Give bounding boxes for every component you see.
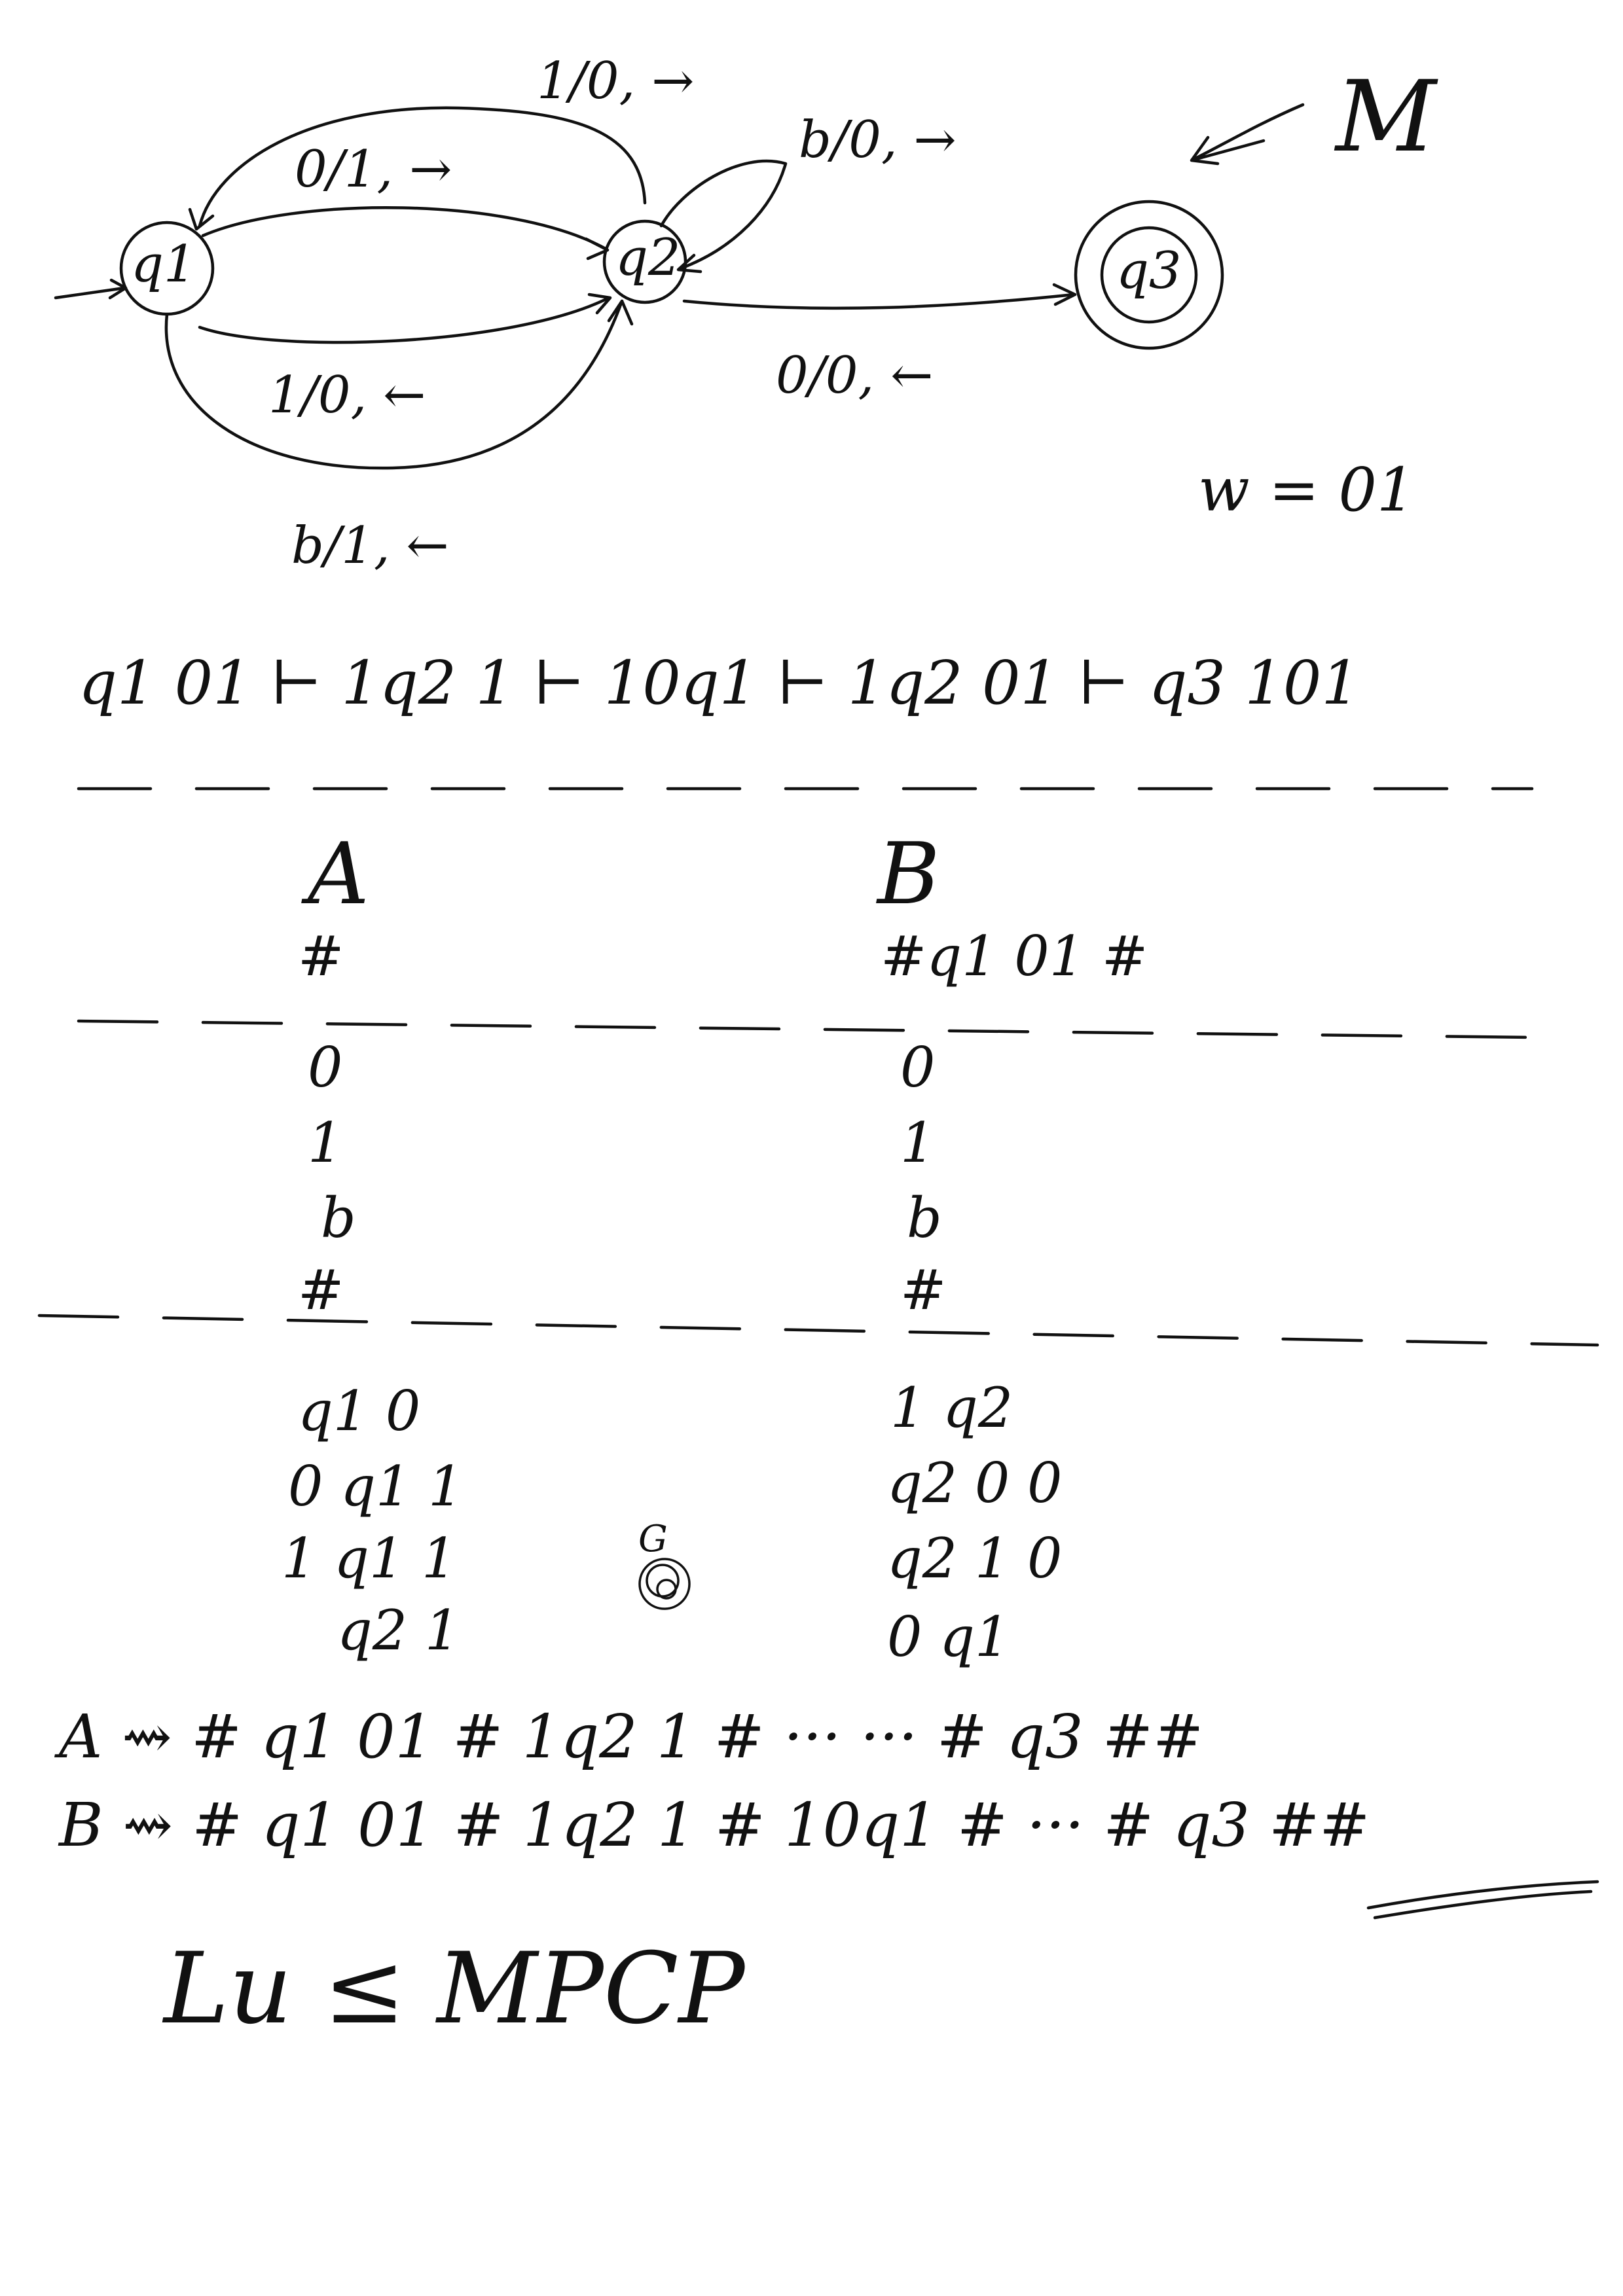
initial-pair-a: # (298, 924, 344, 988)
transition-pair-a-0: q1 0 (298, 1379, 420, 1443)
copy-pair-b-3: # (900, 1258, 946, 1322)
copy-pair-a-0: 0 (308, 1035, 342, 1100)
edge-q1-q2-middle (201, 206, 608, 251)
solution-line-b: B ⇝ # q1 01 # 1q2 1 # 10q1 # ··· # q3 ## (58, 1790, 1370, 1860)
dashed-separator-3 (37, 1314, 1599, 1347)
edge-label-0-0-left: 0/0, ← (776, 346, 933, 405)
copy-pair-b-2: b (907, 1186, 942, 1250)
machine-name: M (1334, 60, 1438, 174)
edge-label-0-1-right: 0/1, → (295, 140, 452, 199)
state-q1: q1 (119, 221, 215, 316)
reduction-statement: Lu ≤ MPCP (162, 1932, 747, 2046)
edge-q2-q3 (682, 293, 1076, 310)
state-q3-label: q3 (1116, 242, 1182, 300)
solution-line-a: A ⇝ # q1 01 # 1q2 1 # ··· ··· # q3 ## (54, 1702, 1203, 1772)
edge-q1-q2-lower (198, 296, 611, 344)
turing-machine-diagram: q1 q2 q3 1/0, → 0/1, → b/0, → 1/0, ← (54, 52, 1438, 575)
initial-pair-b: #q1 01 # (881, 924, 1148, 988)
transition-pair-a-3: q2 1 (337, 1598, 460, 1662)
copy-pair-b-1: 1 (900, 1111, 935, 1175)
machine-pointer-arrow (1190, 103, 1305, 166)
edge-label-1-0-right: 1/0, → (537, 52, 694, 111)
transition-pair-a-2: 1 q1 1 (282, 1526, 457, 1590)
dashed-separator-2 (77, 1019, 1534, 1039)
state-q2: q2 (602, 219, 687, 304)
state-q1-label: q1 (131, 235, 196, 294)
solution-underline (1366, 1880, 1599, 1910)
final-marker-label: G (638, 1518, 668, 1560)
input-word: w = 01 (1198, 455, 1415, 525)
state-q2-label: q2 (615, 228, 681, 287)
copy-pair-a-2: b (321, 1186, 356, 1250)
pcp-table: A B # #q1 01 # 0 1 b # 0 1 b # q1 0 0 q1… (37, 824, 1599, 1669)
copy-pair-b-0: 0 (900, 1035, 935, 1100)
transition-pair-b-1: q2 0 0 (887, 1451, 1063, 1515)
transition-pair-a-1: 0 q1 1 (288, 1454, 464, 1518)
scribbled-marker: G (638, 1518, 691, 1610)
edge-label-1-0-left: 1/0, ← (268, 366, 426, 425)
transition-pair-b-3: 0 q1 (887, 1605, 1010, 1669)
computation-sequence: q1 01 ⊢ 1q2 1 ⊢ 10q1 ⊢ 1q2 01 ⊢ q3 101 (79, 648, 1360, 718)
edge-label-b-0-right: b/0, → (799, 111, 957, 170)
column-header-a: A (301, 824, 369, 924)
edge-q2-self-loop (659, 159, 788, 270)
state-q3-accepting: q3 (1074, 200, 1224, 350)
start-arrow (54, 286, 126, 300)
edge-q1-q2-bottom (164, 299, 624, 470)
column-header-b: B (876, 824, 940, 924)
copy-pair-a-3: # (298, 1258, 344, 1322)
transition-pair-b-0: 1 q2 (890, 1376, 1013, 1440)
edge-q2-q1-upper (198, 106, 647, 228)
edge-label-b-1-left: b/1, ← (291, 516, 449, 575)
transition-pair-b-2: q2 1 0 (887, 1526, 1063, 1590)
copy-pair-a-1: 1 (308, 1111, 342, 1175)
